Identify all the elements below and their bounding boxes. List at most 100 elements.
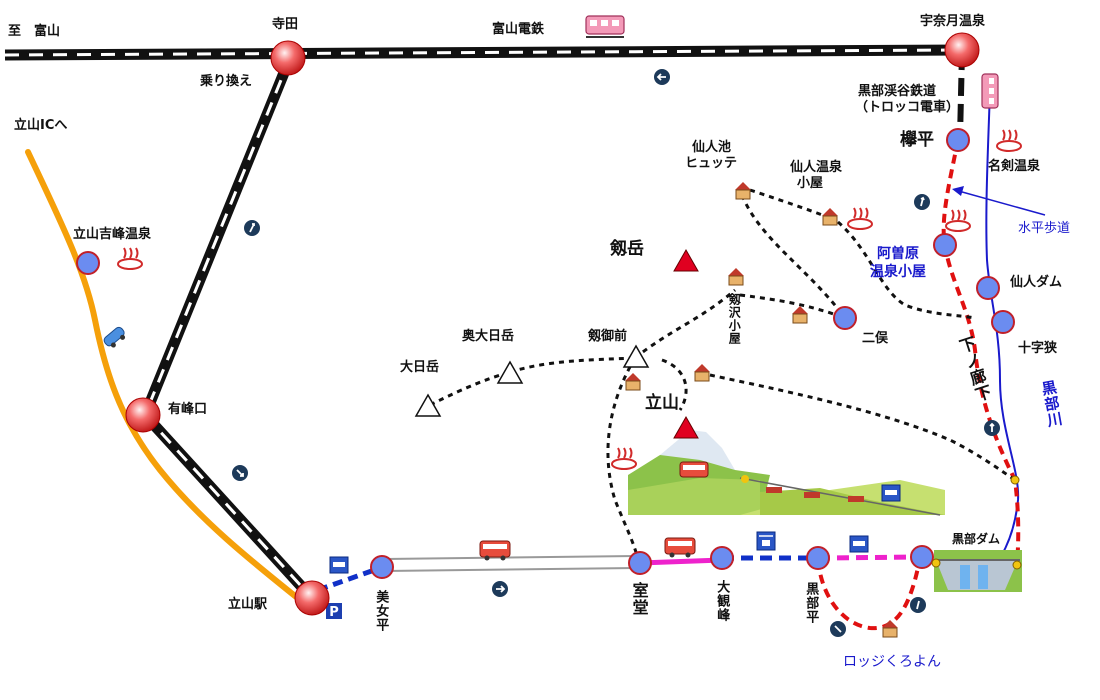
ropeway-icon [756,531,776,551]
stops [76,128,1015,579]
label-sennin-ike-2: ヒュッテ [685,156,738,171]
label-to-toyama: 至 富山 [8,24,61,39]
label-keyakidaira: 欅平 [900,130,934,150]
label-sennin-onsen-1: 仙人温泉 [790,160,843,175]
stop-sennin-dam [976,276,1000,300]
label-tateyama-yoshimine: 立山吉峰温泉 [73,227,152,242]
label-tateyama-eki: 立山駅 [228,597,268,612]
label-suihei-hodo: 水平歩道 [1018,221,1071,236]
hut-icon [882,620,898,638]
bus-icon [479,540,511,561]
onsen-icon [996,129,1022,152]
label-norikae: 乗り換え [200,74,253,89]
label-dainichi: 大日岳 [400,360,440,375]
label-tsurugisawa: 剱沢小屋 [727,293,742,345]
stop-bijodaira [370,555,394,579]
direction-arrow-icon [232,465,248,481]
svg-text:P: P [329,605,339,620]
label-tateyama-ic: 立山ICへ [14,118,68,133]
peak-icon [622,344,650,368]
cablecar-icon [849,535,869,553]
label-jujikyo: 十字狭 [1018,341,1058,356]
label-kurobedaira: 黒部平 [803,582,819,624]
direction-arrow-icon [910,597,926,613]
label-daikanbo: 大観峰 [714,580,730,622]
label-tsurugidake: 剱岳 [610,239,644,259]
major-stations [125,32,980,616]
suihei-hodo-arrowhead [952,186,964,196]
hut-icon [735,182,751,200]
hut-markers [625,182,898,638]
road-to-tateyama-ic [25,149,303,603]
hut-icon [625,373,641,391]
station-terada [270,40,306,76]
hut-icon [728,268,744,286]
bus-icon [664,537,696,558]
label-kurobe-kyokoku-1: 黒部渓谷鉄道 [858,84,937,99]
tunnel-trolley-bus [639,557,723,566]
dam-markers [931,475,1022,570]
label-unazuki-onsen: 宇奈月温泉 [920,14,986,29]
train-icon [981,73,999,109]
tateyama-illustration [628,430,945,516]
stop-keyakidaira [946,128,970,152]
label-arimineguchi: 有峰口 [168,402,208,417]
label-lodge: ロッジくろよん [843,654,941,670]
train-icon [585,15,625,38]
direction-arrow-icon [654,69,670,85]
label-bijodaira: 美女平 [373,590,389,632]
parking-icon: P [326,603,342,620]
hut-icon [822,208,838,226]
direction-arrow-icon [244,220,260,236]
label-tsurugigozen: 剱御前 [588,329,628,344]
label-kurobe-dam: 黒部ダム [952,532,1001,546]
onsen-icon [117,247,143,270]
suihei-hodo-pointer [954,189,1046,216]
direction-arrow-icon [914,194,930,210]
label-okudainichi: 奥大日岳 [462,329,515,344]
tateyama-cable-car [317,565,381,593]
station-arimineguchi [125,397,161,433]
label-kurobe-kyokoku-2: （トロッコ電車） [855,100,960,115]
onsen-icon [945,209,971,232]
stop-futamata [833,306,857,330]
direction-arrow-icon [830,621,846,637]
label-toyama-dentetsu: 富山電鉄 [492,22,545,37]
stop-murodo [628,551,652,575]
label-futamata: 二俣 [862,331,889,346]
cablecar-icon [881,484,901,502]
peak-icon [673,248,699,272]
onsen-markers [117,129,1022,470]
hut-icon [792,306,808,324]
peak-icon [496,360,524,384]
highland-road [384,555,641,572]
kurobe-cable [817,554,921,561]
onsen-icon [847,207,873,230]
label-tateyama: 立山 [645,393,679,413]
hut-icon [694,364,710,382]
dam-icon [934,550,1022,592]
peak-icon [673,415,699,439]
stop-yoshimine [76,251,100,275]
lodge-kuroyon-trail [816,557,922,631]
label-asohara-1: 阿曽原 [877,246,919,262]
station-unazuki [944,32,980,68]
toyama-dentetsu-line [4,44,966,602]
bus-icon [679,461,709,478]
cablecar-icon [329,556,349,574]
peak-markers [414,248,699,439]
kurobe-river [984,89,1020,581]
peak-icon [414,393,442,417]
direction-arrow-icon [492,581,508,597]
label-murodo: 室堂 [629,582,649,616]
stop-kurobedaira [806,546,830,570]
station-tateyama [294,580,330,616]
stop-kurobe-dam-side [910,545,934,569]
label-sennin-ike-1: 仙人池 [692,140,732,155]
car-icon [103,326,126,348]
onsen-icon [611,447,637,470]
mountain-trails [429,188,1016,561]
label-asohara-2: 温泉小屋 [870,264,926,280]
